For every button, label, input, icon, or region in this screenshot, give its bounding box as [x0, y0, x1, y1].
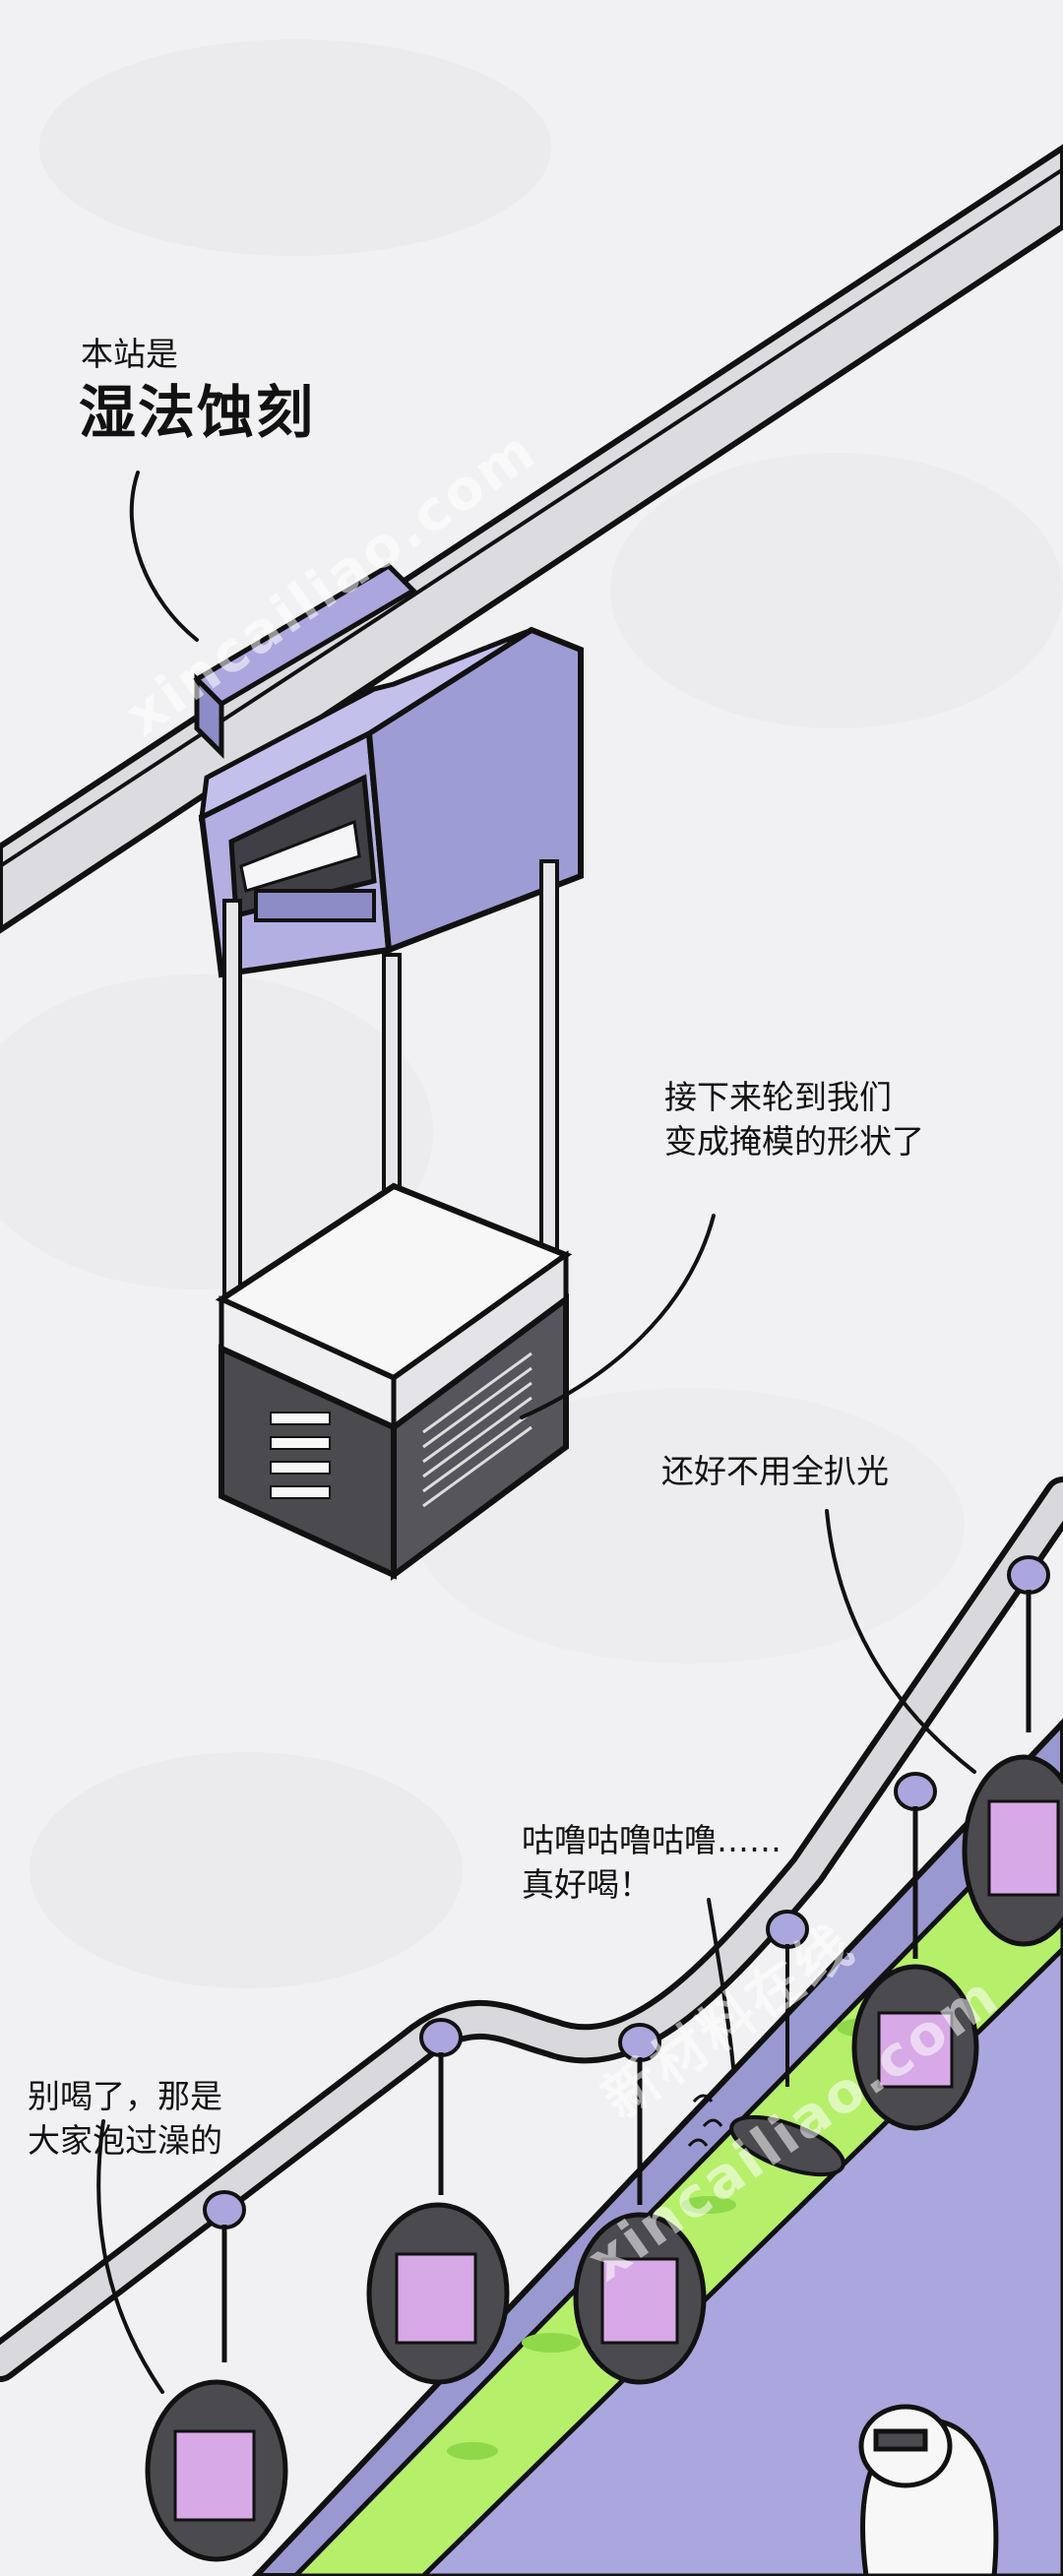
cleanroom-worker [858, 2404, 999, 2576]
caption-drink-line1: 咕噜咕噜咕噜…… [522, 1821, 782, 1859]
overhead-rail [0, 144, 1063, 934]
caption-warn-line1: 别喝了，那是 [28, 2077, 222, 2115]
caption-station-intro: 本站是 [81, 335, 178, 373]
caption-station-name: 湿法蚀刻 [79, 379, 316, 446]
caption-relief: 还好不用全扒光 [661, 1452, 889, 1490]
caption-warn-line2: 大家泡过澡的 [28, 2121, 222, 2160]
wafer-pipe-rail [0, 1476, 1063, 2562]
caption-drink-line2: 真好喝！ [522, 1865, 652, 1904]
speech-lines [96, 471, 976, 2394]
transport-machine [192, 562, 584, 1581]
drinking-droplets [687, 2094, 723, 2148]
caption-mask-line1: 接下来轮到我们 [664, 1078, 892, 1116]
caption-mask-line2: 变成掩模的形状了 [664, 1122, 924, 1161]
